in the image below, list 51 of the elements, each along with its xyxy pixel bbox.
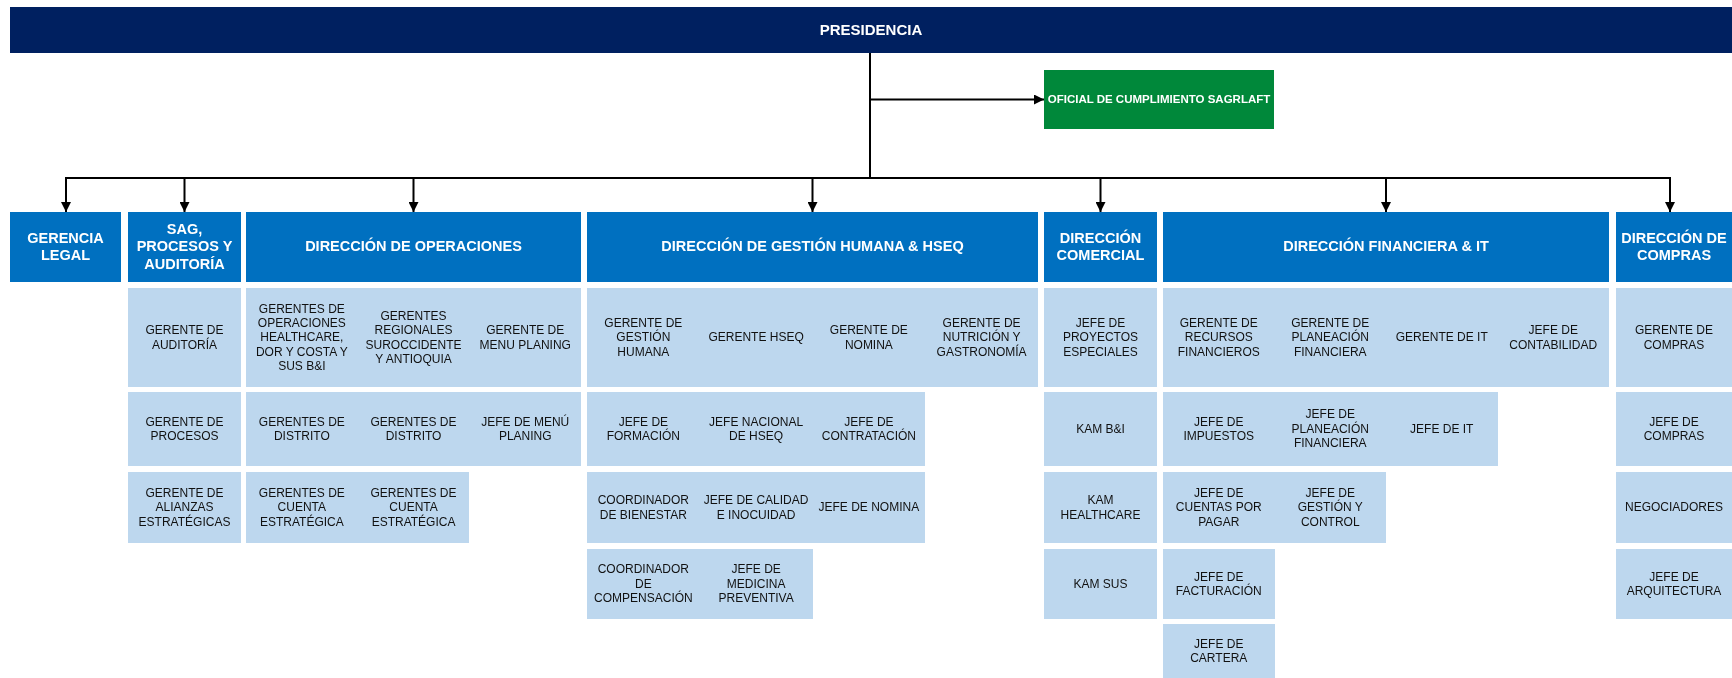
role-tile: COORDINADOR DE COMPENSACIÓN <box>587 549 700 619</box>
role-tile: JEFE DE FACTURACIÓN <box>1163 549 1275 619</box>
department-header: DIRECCIÓN DE OPERACIONES <box>246 212 581 282</box>
role-tile: JEFE DE CALIDAD E INOCUIDAD <box>699 472 813 543</box>
role-tile: NEGOCIADORES <box>1616 472 1732 543</box>
role-tile: JEFE DE PROYECTOS ESPECIALES <box>1044 288 1157 387</box>
role-tile: KAM B&I <box>1044 392 1157 466</box>
department-header: DIRECCIÓN COMERCIAL <box>1044 212 1157 282</box>
role-tile: GERENTE DE PROCESOS <box>128 392 241 466</box>
role-tile: JEFE NACIONAL DE HSEQ <box>699 392 813 466</box>
role-tile: JEFE DE MENÚ PLANING <box>469 392 582 466</box>
role-tile: JEFE DE COMPRAS <box>1616 392 1732 466</box>
role-tile: GERENTES DE DISTRITO <box>246 392 358 466</box>
role-tile: JEFE DE CONTABILIDAD <box>1497 288 1609 387</box>
role-tile: JEFE DE CONTRATACIÓN <box>812 392 926 466</box>
role-tile: GERENTE DE COMPRAS <box>1616 288 1732 387</box>
role-tile: JEFE DE GESTIÓN Y CONTROL <box>1274 472 1386 543</box>
department-header: GERENCIA LEGAL <box>10 212 121 282</box>
role-tile: JEFE DE IMPUESTOS <box>1163 392 1275 466</box>
role-tile: JEFE DE ARQUITECTURA <box>1616 549 1732 619</box>
role-tile: JEFE DE MEDICINA PREVENTIVA <box>699 549 813 619</box>
department-header: DIRECCIÓN FINANCIERA & IT <box>1163 212 1609 282</box>
role-tile: GERENTES DE CUENTA ESTRATÉGICA <box>357 472 470 543</box>
role-tile: COORDINADOR DE BIENESTAR <box>587 472 700 543</box>
role-tile: GERENTE DE NUTRICIÓN Y GASTRONOMÍA <box>925 288 1038 387</box>
role-tile: KAM SUS <box>1044 549 1157 619</box>
role-tile: GERENTE DE IT <box>1386 288 1498 387</box>
role-tile: GERENTES DE DISTRITO <box>357 392 470 466</box>
role-tile: JEFE DE CUENTAS POR PAGAR <box>1163 472 1275 543</box>
role-tile: JEFE DE NOMINA <box>812 472 926 543</box>
role-tile: JEFE DE CARTERA <box>1163 624 1275 678</box>
role-tile: JEFE DE PLANEACIÓN FINANCIERA <box>1274 392 1386 466</box>
department-header: SAG, PROCESOS Y AUDITORÍA <box>128 212 241 282</box>
presidency-box: PRESIDENCIA <box>10 7 1732 53</box>
compliance-officer-box: OFICIAL DE CUMPLIMIENTO SAGRLAFT <box>1044 70 1274 129</box>
role-tile: GERENTE DE NOMINA <box>812 288 926 387</box>
role-tile: GERENTE DE PLANEACIÓN FINANCIERA <box>1274 288 1386 387</box>
role-tile: JEFE DE FORMACIÓN <box>587 392 700 466</box>
role-tile: GERENTES REGIONALES SUROCCIDENTE Y ANTIOQUIA <box>357 288 470 387</box>
role-tile: GERENTE DE MENU PLANING <box>469 288 582 387</box>
department-header: DIRECCIÓN DE COMPRAS <box>1616 212 1732 282</box>
department-header: DIRECCIÓN DE GESTIÓN HUMANA & HSEQ <box>587 212 1038 282</box>
role-tile: KAM HEALTHCARE <box>1044 472 1157 543</box>
role-tile: GERENTE DE RECURSOS FINANCIEROS <box>1163 288 1275 387</box>
role-tile: GERENTE DE GESTIÓN HUMANA <box>587 288 700 387</box>
role-tile: GERENTE DE AUDITORÍA <box>128 288 241 387</box>
role-tile: JEFE DE IT <box>1386 392 1498 466</box>
role-tile: GERENTE DE ALIANZAS ESTRATÉGICAS <box>128 472 241 543</box>
role-tile: GERENTES DE CUENTA ESTRATÉGICA <box>246 472 358 543</box>
role-tile: GERENTES DE OPERACIONES HEALTHCARE, DOR Y COSTA Y SUS B&I <box>246 288 358 387</box>
role-tile: GERENTE HSEQ <box>699 288 813 387</box>
